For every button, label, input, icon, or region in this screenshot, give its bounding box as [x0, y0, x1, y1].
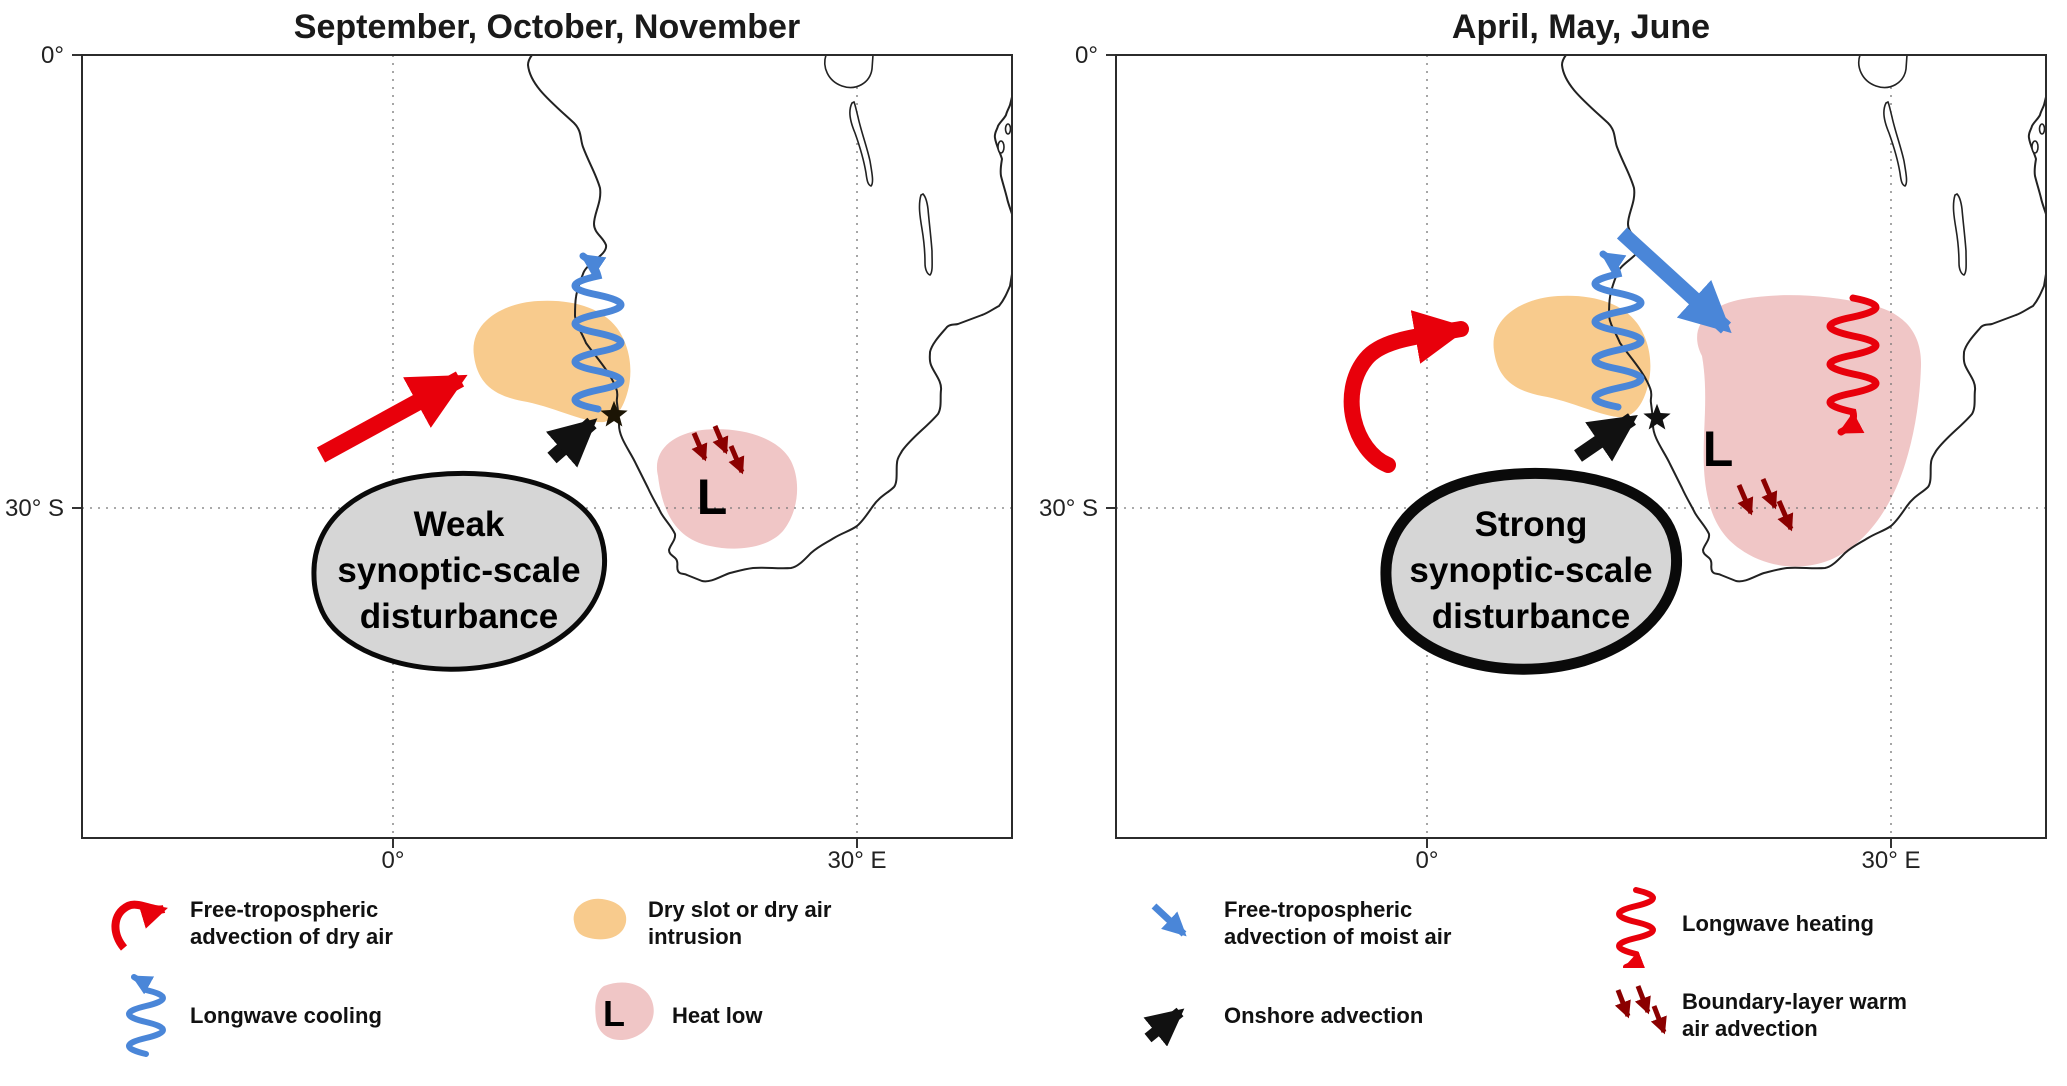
onshore-advection-arrow	[545, 417, 598, 468]
legend-label-onshore-advection: Onshore advection	[1224, 1003, 1424, 1028]
dry-air-advection-arrow	[316, 371, 468, 463]
axis-ticks	[72, 54, 858, 848]
axis-ticks	[1106, 54, 1892, 848]
dark-red-arrows-icon	[1614, 985, 1667, 1035]
panel-september-october-november: September, October, November	[0, 0, 1033, 1086]
dry-air-advection-curved-arrow	[1343, 310, 1470, 473]
legend-label-longwave-cooling: Longwave cooling	[190, 1003, 382, 1028]
dry-slot-swatch-icon	[573, 898, 627, 940]
x-axis-label-30e: 30° E	[827, 847, 887, 874]
lakes	[1858, 54, 2046, 276]
coast-star	[600, 400, 628, 427]
longwave-heating-arrow	[1826, 294, 1880, 436]
map-border	[1115, 54, 2047, 839]
y-axis-label-0deg: 0°	[1075, 42, 1098, 69]
dry-slot-region	[1493, 295, 1651, 418]
synoptic-disturbance: Strong synoptic-scale disturbance	[1380, 467, 1682, 675]
map-son: L Weak synoptic-scale disturbance	[72, 54, 1013, 848]
legend-label-longwave-heating: Longwave heating	[1682, 911, 1874, 936]
map-border	[81, 54, 1013, 839]
heat-low-label: L	[1703, 421, 1734, 477]
heat-low-swatch-icon: L	[595, 982, 654, 1041]
disturbance-blob	[1380, 467, 1682, 675]
panel-title: September, October, November	[293, 8, 801, 46]
legend-label-heat-low: Heat low	[672, 1003, 763, 1028]
x-axis-label-0deg: 0°	[1415, 847, 1439, 874]
heat-low-icon-letter: L	[603, 993, 625, 1034]
warm-air-advection-arrows	[691, 425, 745, 475]
y-axis-label-0deg: 0°	[41, 42, 64, 69]
disturbance-text-line3: disturbance	[1432, 597, 1630, 636]
blue-straight-arrow-icon	[1151, 903, 1187, 937]
x-axis-label-30e: 30° E	[1861, 847, 1921, 874]
map-amj: L Strong synoptic-scale disturbance	[1106, 54, 2047, 848]
panel-april-may-june: April, May, June	[1034, 0, 2067, 1086]
warm-air-advection-arrows	[1736, 478, 1794, 532]
red-curved-arrow-icon	[111, 900, 168, 951]
y-axis-label-30s: 30° S	[5, 495, 64, 522]
coast-star	[1643, 403, 1671, 430]
disturbance-text-line2: synoptic-scale	[337, 551, 580, 590]
legend-label-dry-advection: Free-tropospheric advection of dry air	[190, 897, 393, 950]
heat-low-label: L	[697, 469, 728, 525]
disturbance-text-line3: disturbance	[360, 597, 558, 636]
red-wavy-arrow-icon	[1616, 887, 1656, 968]
y-axis-label-30s: 30° S	[1039, 495, 1098, 522]
moist-air-advection-arrow	[1616, 227, 1732, 334]
onshore-advection-arrow	[1574, 413, 1638, 462]
disturbance-text-line1: Weak	[414, 505, 505, 544]
legend-label-warm-advection: Boundary-layer warm air advection	[1682, 989, 1907, 1042]
synoptic-disturbance: Weak synoptic-scale disturbance	[311, 470, 607, 672]
panel-title: April, May, June	[1451, 8, 1711, 46]
disturbance-text-line1: Strong	[1475, 505, 1588, 544]
disturbance-blob	[311, 470, 607, 672]
blue-wavy-arrow-icon	[126, 974, 166, 1057]
longwave-cooling-arrow	[571, 252, 625, 413]
dry-slot-region	[473, 300, 631, 423]
x-axis-label-0deg: 0°	[381, 847, 405, 874]
longwave-cooling-arrow	[1591, 250, 1645, 411]
disturbance-text-line2: synoptic-scale	[1409, 551, 1652, 590]
black-arrow-icon	[1143, 1007, 1185, 1046]
legend-label-moist-advection: Free-tropospheric advection of moist air	[1224, 897, 1452, 950]
lakes	[824, 54, 1012, 276]
legend-label-dry-slot: Dry slot or dry air intrusion	[648, 897, 832, 950]
